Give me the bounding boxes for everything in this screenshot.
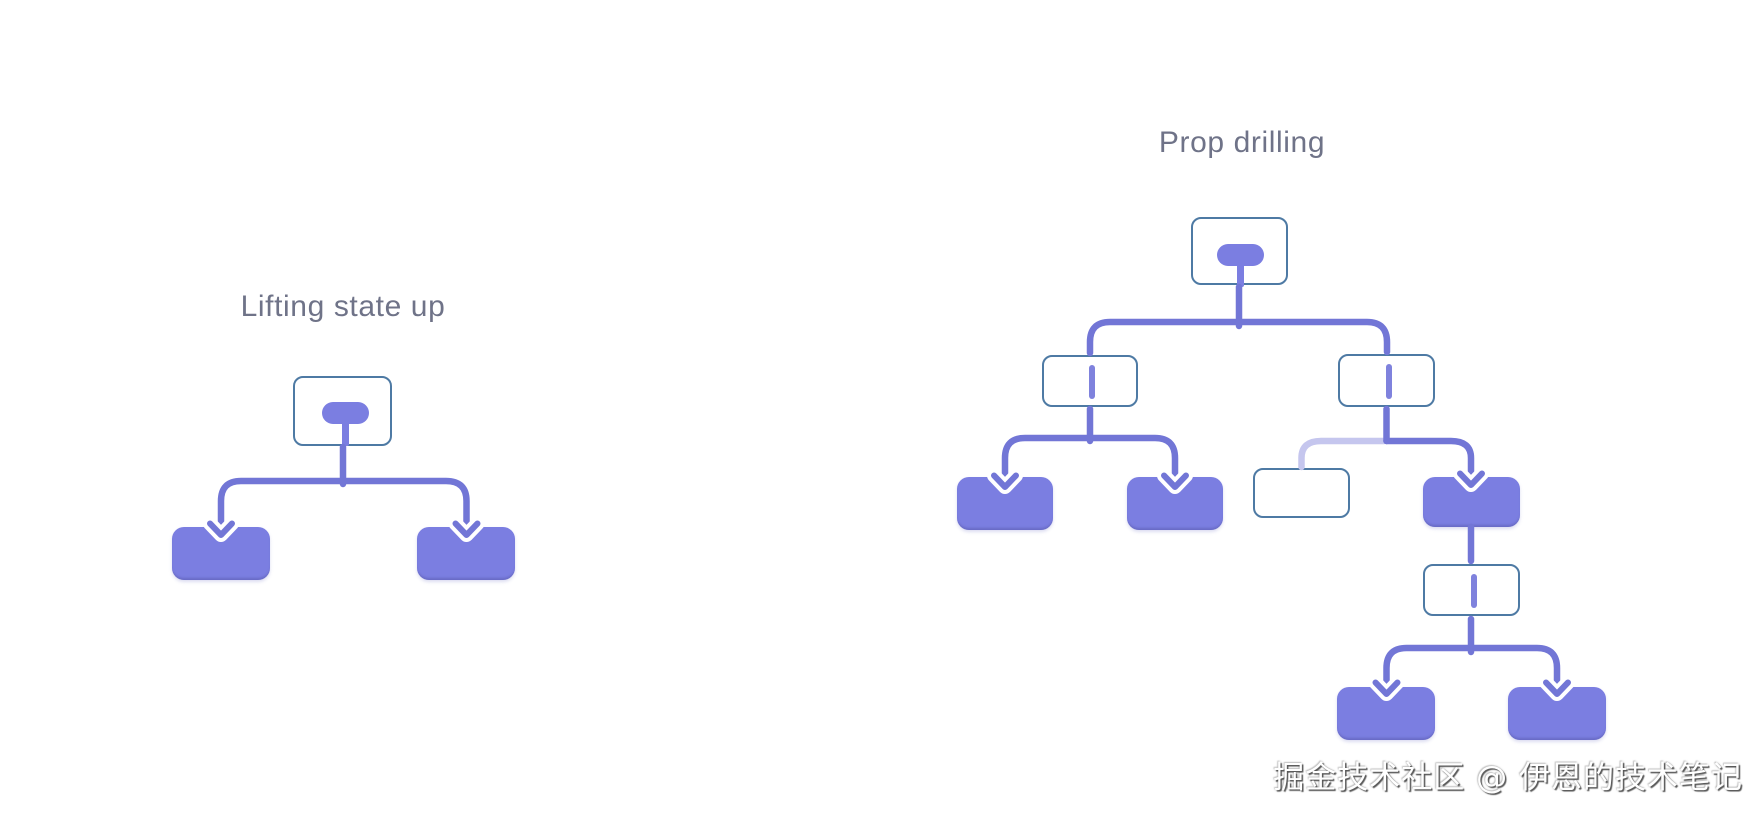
- drilling-mid-deep-node: [1423, 564, 1520, 616]
- faded-branch: [1298, 437, 1388, 471]
- drilling-receiver-right-node: [1423, 477, 1520, 527]
- drilling-unused-node: [1253, 468, 1350, 518]
- drilling-mid-right-node: [1338, 354, 1435, 407]
- state-pill-icon: [1217, 244, 1264, 266]
- connector: [217, 477, 470, 528]
- connector: [1001, 434, 1179, 482]
- drilling-leaf-2-node: [1127, 477, 1223, 530]
- pass-through-dash-icon: [1386, 364, 1392, 399]
- lifting-state-up-title: Lifting state up: [240, 290, 446, 323]
- pass-through-dash-icon: [1471, 574, 1477, 608]
- connector: [1383, 644, 1561, 687]
- prop-drilling-title: Prop drilling: [1158, 126, 1326, 159]
- state-pill-stem: [1237, 264, 1244, 287]
- drilling-leaf-3-node: [1337, 687, 1435, 740]
- drilling-leaf-1-node: [957, 477, 1053, 530]
- drilling-leaf-4-node: [1508, 687, 1606, 740]
- drilling-mid-left-node: [1042, 355, 1138, 407]
- state-pill-icon: [322, 402, 369, 424]
- connector-paths-2: [1383, 405, 1561, 687]
- drilling-root-node: [1191, 217, 1288, 287]
- lifting-child-left-node: [172, 527, 270, 580]
- watermark: 掘金技术社区 @ 伊恩的技术笔记: [1273, 760, 1743, 796]
- arrowheads: [207, 470, 1571, 697]
- connector-faded: [1298, 437, 1388, 471]
- connector: [1383, 437, 1475, 477]
- connector: [1086, 318, 1391, 357]
- pass-through-dash-icon: [1089, 365, 1095, 399]
- lifting-root-node: [293, 376, 392, 446]
- state-pill-stem: [342, 422, 349, 446]
- arrow-casings: [203, 466, 1575, 701]
- lifting-child-right-node: [417, 527, 515, 580]
